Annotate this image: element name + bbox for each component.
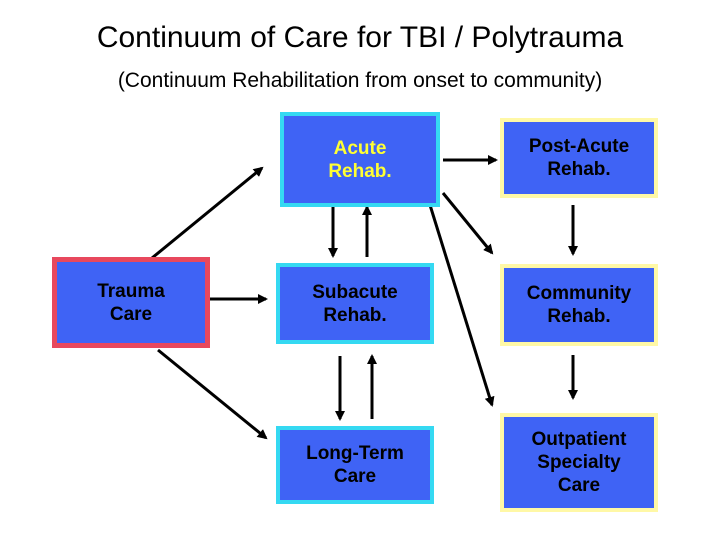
- acute-rehab-box: Acute Rehab.: [280, 112, 440, 207]
- long-term-care-box: Long-Term Care: [276, 426, 434, 504]
- community-rehab-label: Community Rehab.: [526, 283, 632, 327]
- arrow-acute-to-community: [441, 192, 494, 255]
- long-term-care-label: Long-Term Care: [306, 443, 404, 487]
- diagram-subtitle: (Continuum Rehabilitation from onset to …: [117, 69, 603, 92]
- subacute-rehab-label: Subacute Rehab.: [312, 281, 398, 326]
- diagram-title: Continuum of Care for TBI / Polytrauma: [96, 21, 624, 54]
- subacute-rehab-box: Subacute Rehab.: [276, 263, 434, 344]
- post-acute-rehab-label: Post-Acute Rehab.: [528, 136, 630, 180]
- community-rehab-box: Community Rehab.: [500, 264, 658, 346]
- arrow-trauma-to-acute: [151, 166, 264, 260]
- outpatient-specialty-care-box: Outpatient Specialty Care: [500, 413, 658, 512]
- post-acute-rehab-box: Post-Acute Rehab.: [500, 118, 658, 198]
- acute-rehab-label: Acute Rehab.: [328, 137, 392, 182]
- outpatient-specialty-care-label: Outpatient Specialty Care: [531, 429, 627, 496]
- arrow-acute-to-outpatient: [428, 204, 495, 407]
- trauma-care-box: Trauma Care: [52, 257, 210, 348]
- trauma-care-label: Trauma Care: [97, 280, 165, 325]
- arrow-trauma-to-long-term: [157, 348, 268, 440]
